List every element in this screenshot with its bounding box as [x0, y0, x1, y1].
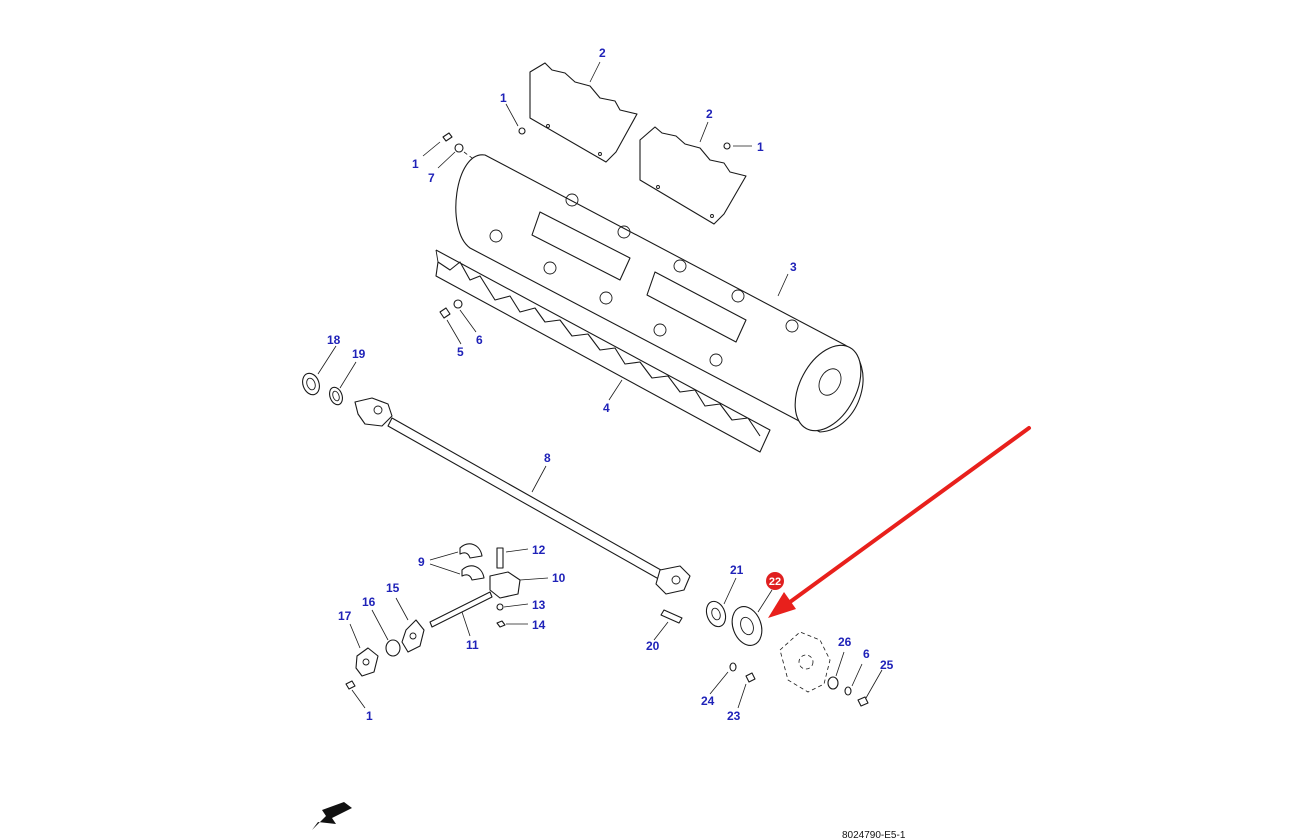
callout-25: 25 [880, 658, 894, 672]
callout-22: 22 [769, 576, 781, 588]
callout-1-top: 1 [500, 91, 507, 105]
highlight-badge-22: 22 [766, 572, 784, 590]
callout-18: 18 [327, 333, 341, 347]
cover-plate-right [639, 126, 747, 225]
washer-13 [496, 603, 504, 611]
nut-14 [496, 620, 506, 628]
bolt-23 [745, 672, 756, 683]
cover-plate-left [529, 62, 638, 163]
bracket-15 [401, 619, 425, 653]
callout-24: 24 [701, 694, 715, 708]
callout-1-left: 1 [412, 157, 419, 171]
bolt-5 [439, 299, 463, 319]
bolt-1-lower [345, 680, 356, 690]
callout-12: 12 [532, 543, 546, 557]
callout-15: 15 [386, 581, 400, 595]
leader-lines [317, 61, 883, 709]
callout-1-right: 1 [757, 140, 764, 154]
callout-3: 3 [790, 260, 797, 274]
callout-10: 10 [552, 571, 566, 585]
drum-cylinder [455, 154, 864, 433]
bolt-12 [496, 547, 504, 569]
rod-11 [429, 591, 493, 628]
callout-13: 13 [532, 598, 546, 612]
hub-plate [779, 631, 831, 693]
washer-26 [827, 676, 839, 690]
washer-19 [329, 386, 343, 406]
flange-22 [731, 606, 763, 646]
callout-2-left: 2 [599, 46, 606, 60]
callout-2-right: 2 [706, 107, 713, 121]
callout-6-lower: 6 [863, 647, 870, 661]
callout-14: 14 [532, 618, 546, 632]
red-pointer-arrow [768, 426, 1031, 618]
bushing-16 [385, 639, 401, 657]
callout-11: 11 [466, 638, 479, 652]
callout-6-upper: 6 [476, 333, 483, 347]
shaft-8 [354, 397, 691, 595]
bolt-25 [857, 696, 869, 707]
callout-19: 19 [352, 347, 366, 361]
bracket-10 [489, 571, 521, 599]
bearing-18 [302, 372, 320, 396]
serrated-bar [435, 249, 771, 453]
callout-23: 23 [727, 709, 741, 723]
nut-6-lower [844, 686, 852, 696]
callout-16: 16 [362, 595, 376, 609]
orientation-arrow-icon [312, 802, 352, 830]
callout-7: 7 [428, 171, 435, 185]
callout-9: 9 [418, 555, 425, 569]
callout-8: 8 [544, 451, 551, 465]
callout-5: 5 [457, 345, 464, 359]
callout-4: 4 [603, 401, 610, 415]
callout-17: 17 [338, 609, 352, 623]
bolt-top-left [442, 127, 731, 153]
callout-21: 21 [730, 563, 744, 577]
callout-1-bottom: 1 [366, 709, 373, 723]
callout-labels: 2 1 1 7 2 1 3 5 6 4 18 19 8 9 12 10 15 1… [327, 46, 894, 723]
bracket-17 [355, 647, 379, 677]
bushings-9 [459, 543, 485, 581]
callout-26: 26 [838, 635, 852, 649]
pin-20 [660, 609, 683, 624]
document-reference: 8024790-E5-1 [842, 830, 906, 839]
washer-24 [729, 662, 737, 672]
bearing-21 [705, 600, 727, 628]
callout-20: 20 [646, 639, 660, 653]
